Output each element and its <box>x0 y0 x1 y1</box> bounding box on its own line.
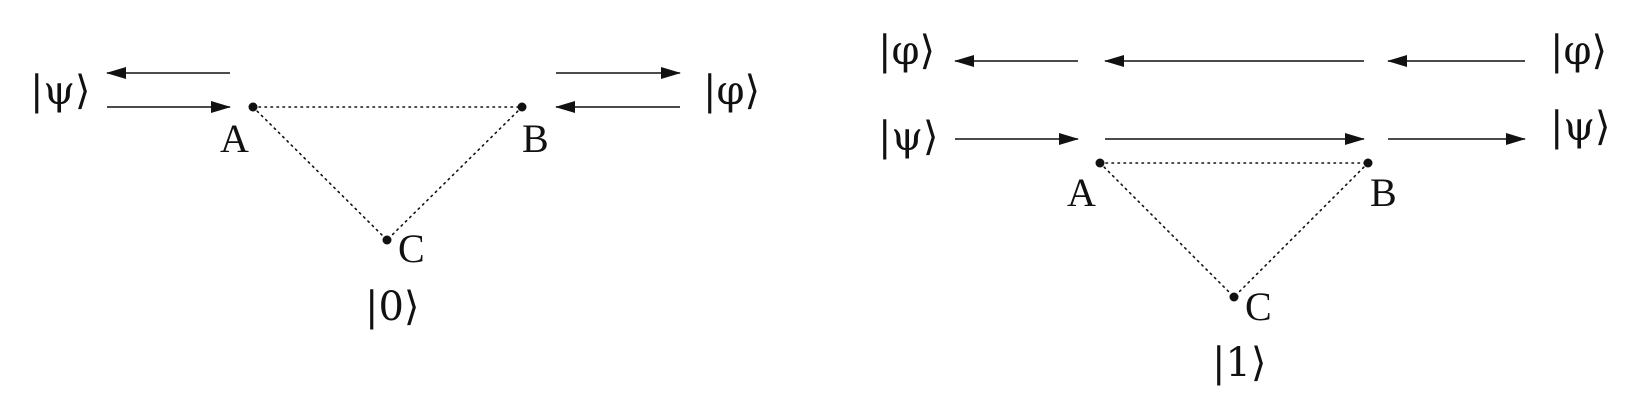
ket-psi-mid-right: |ψ⟩ <box>1550 104 1610 150</box>
ket-zero: |0⟩ <box>365 284 420 330</box>
edge-b-c <box>386 106 523 241</box>
ket-psi-mid-left: |ψ⟩ <box>878 114 938 160</box>
node-a <box>248 102 258 112</box>
ket-phi-top-left: |φ⟩ <box>878 28 935 74</box>
node-c-right <box>1229 292 1239 302</box>
node-b <box>517 102 527 112</box>
ket-psi-left: |ψ⟩ <box>30 68 90 114</box>
edge-a-c-right <box>1099 162 1235 298</box>
node-c <box>382 235 392 245</box>
left-diagram: A B C |ψ⟩ |φ⟩ |0⟩ <box>30 67 760 330</box>
node-b-label: B <box>522 116 549 161</box>
node-b-label-right: B <box>1370 170 1397 215</box>
node-c-label-right: C <box>1245 284 1272 329</box>
ket-phi-right: |φ⟩ <box>703 68 760 114</box>
node-a-label: A <box>220 116 249 161</box>
edge-b-c-right <box>1233 162 1369 298</box>
node-a-right <box>1095 158 1105 168</box>
node-a-label-right: A <box>1067 170 1096 215</box>
right-diagram: A B C |φ⟩ |φ⟩ |ψ⟩ |ψ⟩ |1⟩ <box>878 28 1610 386</box>
ket-phi-top-right: |φ⟩ <box>1550 28 1607 74</box>
node-b-right <box>1363 158 1373 168</box>
edge-a-c <box>252 106 388 241</box>
node-c-label: C <box>398 226 425 271</box>
ket-one: |1⟩ <box>1212 340 1267 386</box>
